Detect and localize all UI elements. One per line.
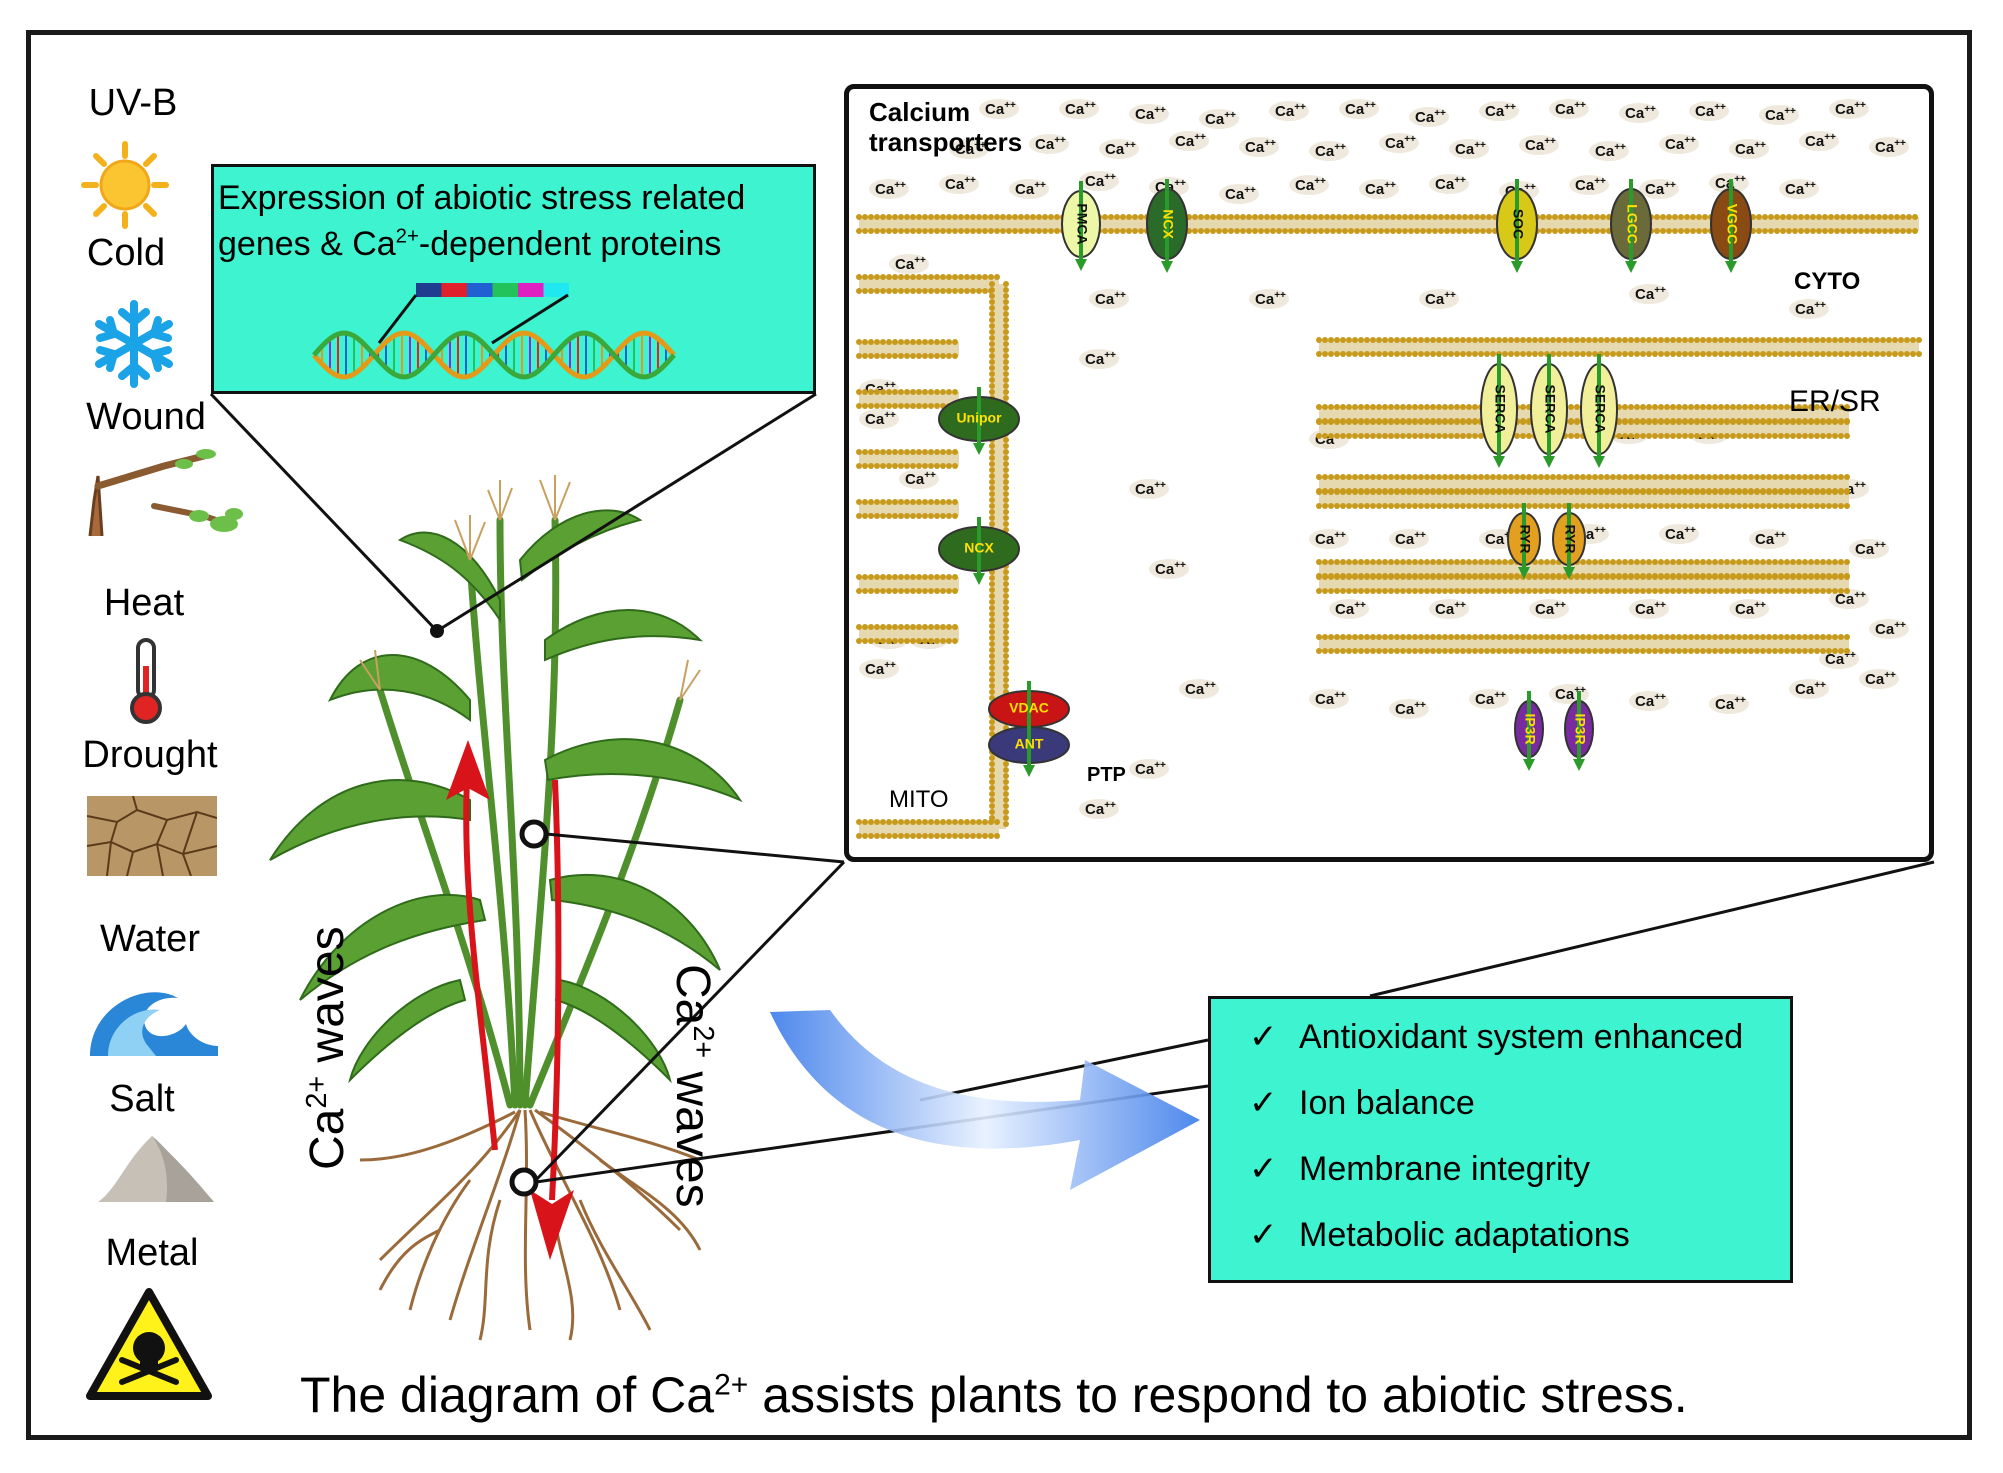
svg-text:VDAC: VDAC: [1009, 700, 1049, 716]
serca-pump-2: SERCA: [1530, 354, 1568, 468]
gene-bar-segment: [467, 283, 493, 297]
stress-label-cold: Cold: [86, 232, 166, 274]
serca-pump-1: SERCA: [1480, 354, 1518, 468]
svg-text:ANT: ANT: [1015, 736, 1044, 752]
stress-label-salt: Salt: [109, 1078, 175, 1120]
salt-pile-icon: [98, 1136, 214, 1202]
ant-protein: ANT: [988, 717, 1070, 777]
figure-title: The diagram of Ca2+ assists plants to re…: [300, 1367, 1688, 1423]
thermometer-icon: [130, 638, 162, 724]
gene-text-line2: genes & Ca2+-dependent proteins: [218, 225, 722, 263]
mito-label: MITO: [889, 786, 949, 813]
stress-label-drought: Drought: [82, 734, 218, 776]
sun-icon: [81, 141, 169, 229]
panel-header-line1: Calcium: [869, 97, 970, 127]
ncx-channel: NCX: [1146, 179, 1188, 273]
soc-channel: SOC: [1496, 179, 1538, 273]
figure-frame: [26, 30, 1972, 1440]
ryr-channel-2: RYR: [1552, 503, 1586, 579]
outcome-box: ✓Antioxidant system enhanced ✓Ion balanc…: [1208, 996, 1793, 1283]
gene-expression-box: Expression of abiotic stress related gen…: [211, 164, 816, 394]
gene-bar-segment: [518, 283, 544, 297]
toxic-warning-icon: [86, 1288, 212, 1400]
svg-text:NCX: NCX: [964, 540, 994, 556]
svg-text:RYR: RYR: [1562, 524, 1578, 553]
ryr-channel-1: RYR: [1507, 503, 1541, 579]
er-label: ER/SR: [1789, 385, 1881, 418]
ip3r-channel-2: IP3R: [1564, 691, 1594, 771]
lgcc-channel: LGCC: [1610, 179, 1652, 273]
vgcc-channel: VGCC: [1710, 179, 1752, 273]
svg-text:LGCC: LGCC: [1624, 204, 1640, 244]
outcome-membrane-integrity: ✓Membrane integrity: [1249, 1150, 1591, 1188]
ca-waves-label-left: Ca2+ waves: [301, 926, 354, 1170]
svg-text:Unipor: Unipor: [956, 410, 1002, 426]
gene-bar-segment: [416, 283, 442, 297]
cyto-label: CYTO: [1794, 268, 1860, 295]
gene-text-line1: Expression of abiotic stress related: [218, 179, 746, 217]
svg-text:IP3R: IP3R: [1572, 713, 1588, 744]
gene-expression-text: Expression of abiotic stress related gen…: [218, 175, 745, 267]
ip3r-channel-1: IP3R: [1514, 691, 1544, 771]
panel-header-line2: transporters: [869, 127, 1022, 157]
gene-bar-segment: [492, 283, 518, 297]
snowflake-icon: [95, 300, 173, 388]
er-membrane: [1316, 337, 1922, 654]
svg-text:SOC: SOC: [1510, 209, 1526, 239]
ca-waves-label-right: Ca2+ waves: [666, 964, 719, 1208]
vdac-protein: VDAC: [988, 681, 1070, 741]
svg-text:NCX: NCX: [1160, 209, 1176, 239]
outcome-metabolic-adaptations: ✓Metabolic adaptations: [1249, 1216, 1630, 1254]
mito-ncx-protein: NCX: [938, 517, 1020, 585]
stress-label-uvb: UV-B: [88, 82, 178, 124]
svg-text:VGCC: VGCC: [1724, 204, 1740, 244]
outcome-antioxidant: ✓Antioxidant system enhanced: [1249, 1018, 1744, 1056]
svg-text:SERCA: SERCA: [1492, 384, 1508, 433]
svg-text:SERCA: SERCA: [1542, 384, 1558, 433]
ptp-label: PTP: [1087, 764, 1126, 786]
stress-label-heat: Heat: [103, 582, 185, 624]
gene-bar-segment: [441, 283, 467, 297]
plasma-membrane: [856, 214, 1919, 234]
stress-label-water: Water: [100, 918, 200, 960]
svg-text:IP3R: IP3R: [1522, 713, 1538, 744]
svg-text:RYR: RYR: [1517, 524, 1533, 553]
calcium-transporters-panel: Ca++Ca++Ca++Ca++Ca++Ca++Ca++Ca++Ca++Ca++…: [844, 84, 1934, 862]
broken-branch-icon: [88, 449, 243, 537]
outcome-ion-balance: ✓Ion balance: [1249, 1084, 1475, 1122]
wave-icon: [90, 992, 218, 1056]
stress-label-wound: Wound: [86, 396, 206, 438]
svg-text:SERCA: SERCA: [1592, 384, 1608, 433]
serca-pump-3: SERCA: [1580, 354, 1618, 468]
uniporter-protein: Unipor: [938, 387, 1020, 455]
dna-helix-icon: [312, 283, 676, 380]
stress-label-metal: Metal: [105, 1232, 199, 1274]
pmca-channel: PMCA: [1061, 181, 1101, 271]
cracked-soil-icon: [87, 796, 217, 876]
svg-text:PMCA: PMCA: [1074, 203, 1090, 244]
gene-bar-segment: [543, 283, 569, 297]
